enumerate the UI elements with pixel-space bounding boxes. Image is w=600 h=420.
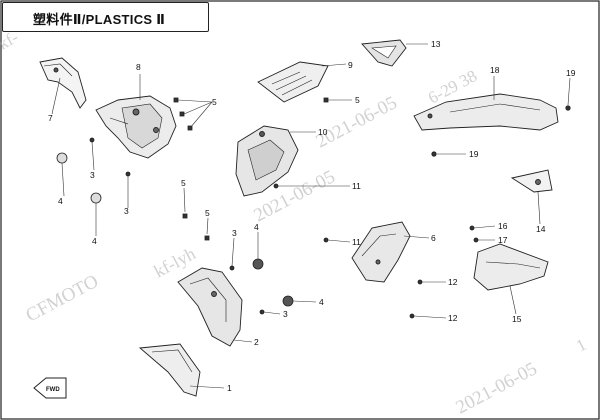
callout-17: 17 xyxy=(498,235,508,245)
screw-3c xyxy=(229,265,235,271)
grommet-4b xyxy=(90,192,102,204)
callout-4b: 4 xyxy=(92,236,97,246)
screw-3b xyxy=(125,171,131,177)
callout-18: 18 xyxy=(490,65,500,75)
callout-5c: 5 xyxy=(181,178,186,188)
part-8-side-panel xyxy=(95,95,177,159)
part-13-small-cover xyxy=(361,39,407,67)
page-title: 塑料件Ⅱ/PLASTICS Ⅱ xyxy=(33,12,166,27)
callout-6: 6 xyxy=(431,233,436,243)
nut-4d xyxy=(282,295,294,307)
nut-5f xyxy=(204,235,210,241)
callout-4d: 4 xyxy=(319,297,324,307)
callout-19b: 19 xyxy=(469,149,479,159)
screw-16 xyxy=(469,225,475,231)
callout-13: 13 xyxy=(431,39,441,49)
part-7-bracket xyxy=(39,57,87,109)
grommet-4a xyxy=(56,152,68,164)
nut-5a xyxy=(173,97,179,103)
callout-4a: 4 xyxy=(58,196,63,206)
callout-1: 1 xyxy=(227,383,232,393)
callout-3b: 3 xyxy=(124,206,129,216)
watermark-partial-b: 1 xyxy=(573,335,589,356)
screw-17 xyxy=(473,237,479,243)
callout-9: 9 xyxy=(348,60,353,70)
callout-12a: 12 xyxy=(448,277,458,287)
callout-3a: 3 xyxy=(90,170,95,180)
screw-19b xyxy=(431,151,437,157)
screw-3d xyxy=(259,309,265,315)
part-1-front-cover xyxy=(138,343,201,397)
callout-4c: 4 xyxy=(254,222,259,232)
screw-11a xyxy=(273,183,279,189)
screw-12a xyxy=(417,279,423,285)
callout-5a: 5 xyxy=(212,97,217,107)
nut-5b xyxy=(179,111,185,117)
screw-12b xyxy=(409,313,415,319)
fwd-label: FWD xyxy=(46,387,60,393)
nut-4c xyxy=(252,258,264,270)
callout-12b: 12 xyxy=(448,313,458,323)
part-15-lower-right-cover xyxy=(473,243,549,291)
callout-11a: 11 xyxy=(352,181,361,191)
callout-14: 14 xyxy=(536,224,546,234)
callout-numbers: 7 8 5 3 3 4 4 9 5 10 11 11 13 18 19 19 1… xyxy=(48,39,576,393)
nut-5e xyxy=(182,213,188,219)
part-10-frame-cover xyxy=(235,125,299,197)
part-2-front-panel xyxy=(177,267,243,347)
callout-3c: 3 xyxy=(232,228,237,238)
callout-7: 7 xyxy=(48,113,53,123)
callout-15: 15 xyxy=(512,314,522,324)
callout-16: 16 xyxy=(498,221,508,231)
title-box: 塑料件Ⅱ/PLASTICS Ⅱ xyxy=(2,2,209,32)
part-9-grille-cover xyxy=(257,61,329,103)
callout-5d: 5 xyxy=(205,208,210,218)
screw-3a xyxy=(89,137,95,143)
callout-10: 10 xyxy=(318,127,328,137)
watermark-brand: CFMOTO xyxy=(22,271,101,327)
part-6-lower-cover xyxy=(351,221,411,283)
callout-5b: 5 xyxy=(355,95,360,105)
callout-19a: 19 xyxy=(566,68,576,78)
screw-5d xyxy=(323,97,329,103)
callout-8: 8 xyxy=(136,62,141,72)
screw-11b xyxy=(323,237,329,243)
leader-lines xyxy=(51,43,571,389)
callout-3d: 3 xyxy=(283,309,288,319)
fwd-arrow-icon: FWD xyxy=(33,377,67,399)
callout-11b: 11 xyxy=(352,237,361,247)
screw-19a xyxy=(565,105,571,111)
watermark-date-b: 2021-06-05 xyxy=(452,358,540,418)
part-18-long-cover xyxy=(413,93,559,131)
callout-2: 2 xyxy=(254,337,259,347)
part-14-plate xyxy=(510,169,553,193)
